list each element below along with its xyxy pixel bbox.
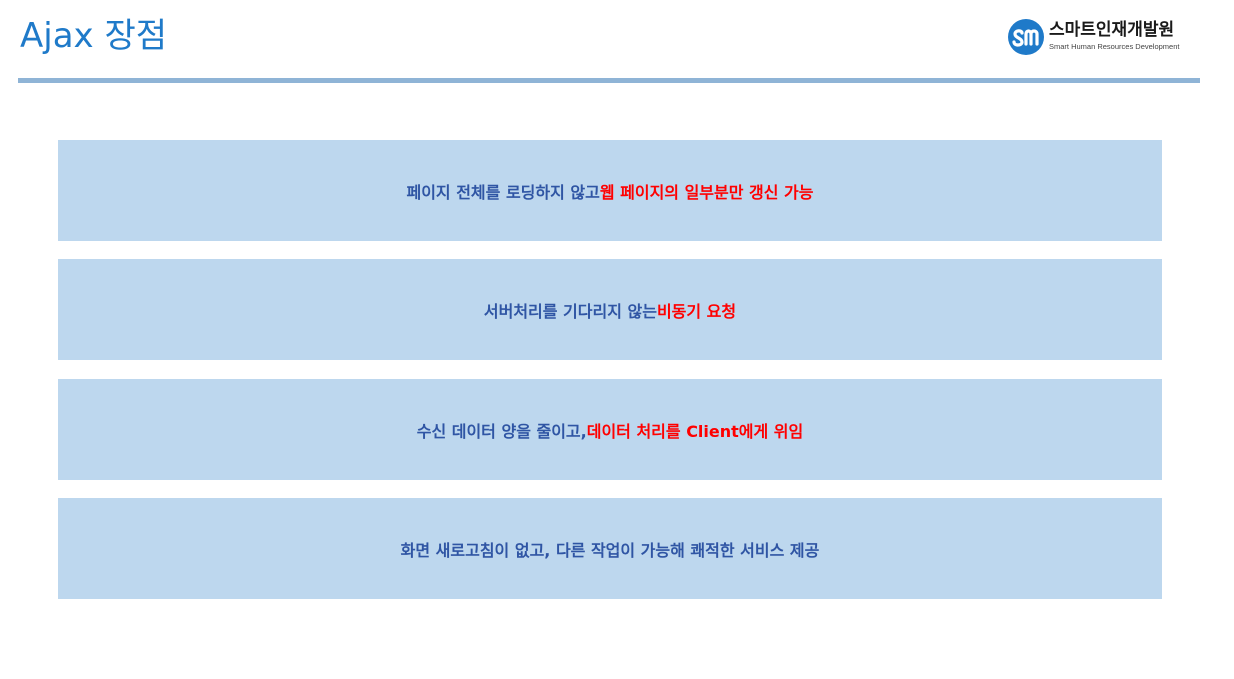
point-box-4: 화면 새로고침이 없고, 다른 작업이 가능해 쾌적한 서비스 제공 (58, 498, 1162, 599)
point-text: 페이지 전체를 로딩하지 않고 (406, 182, 600, 202)
logo-subtitle: Smart Human Resources Development (1049, 42, 1180, 51)
point-highlight: 웹 페이지의 일부분만 갱신 가능 (599, 182, 814, 202)
point-box-1: 페이지 전체를 로딩하지 않고 웹 페이지의 일부분만 갱신 가능 (58, 140, 1162, 241)
point-text: 화면 새로고침이 없고, 다른 작업이 가능해 쾌적한 서비스 제공 (400, 540, 820, 560)
slide-title: Ajax 장점 (20, 16, 168, 56)
smart-hrd-logo-icon (1008, 19, 1044, 55)
company-logo: 스마트인재개발원 Smart Human Resources Developme… (1007, 18, 1197, 60)
title-divider (18, 78, 1200, 83)
logo-name: 스마트인재개발원 (1049, 20, 1175, 40)
point-box-3: 수신 데이터 양을 줄이고, 데이터 처리를 Client에게 위임 (58, 379, 1162, 480)
point-highlight: 비동기 요청 (656, 301, 737, 321)
point-text: 서버처리를 기다리지 않는 (483, 301, 657, 321)
point-highlight: 데이터 처리를 Client에게 위임 (586, 421, 804, 441)
point-text: 수신 데이터 양을 줄이고, (416, 421, 587, 441)
point-box-2: 서버처리를 기다리지 않는 비동기 요청 (58, 259, 1162, 360)
